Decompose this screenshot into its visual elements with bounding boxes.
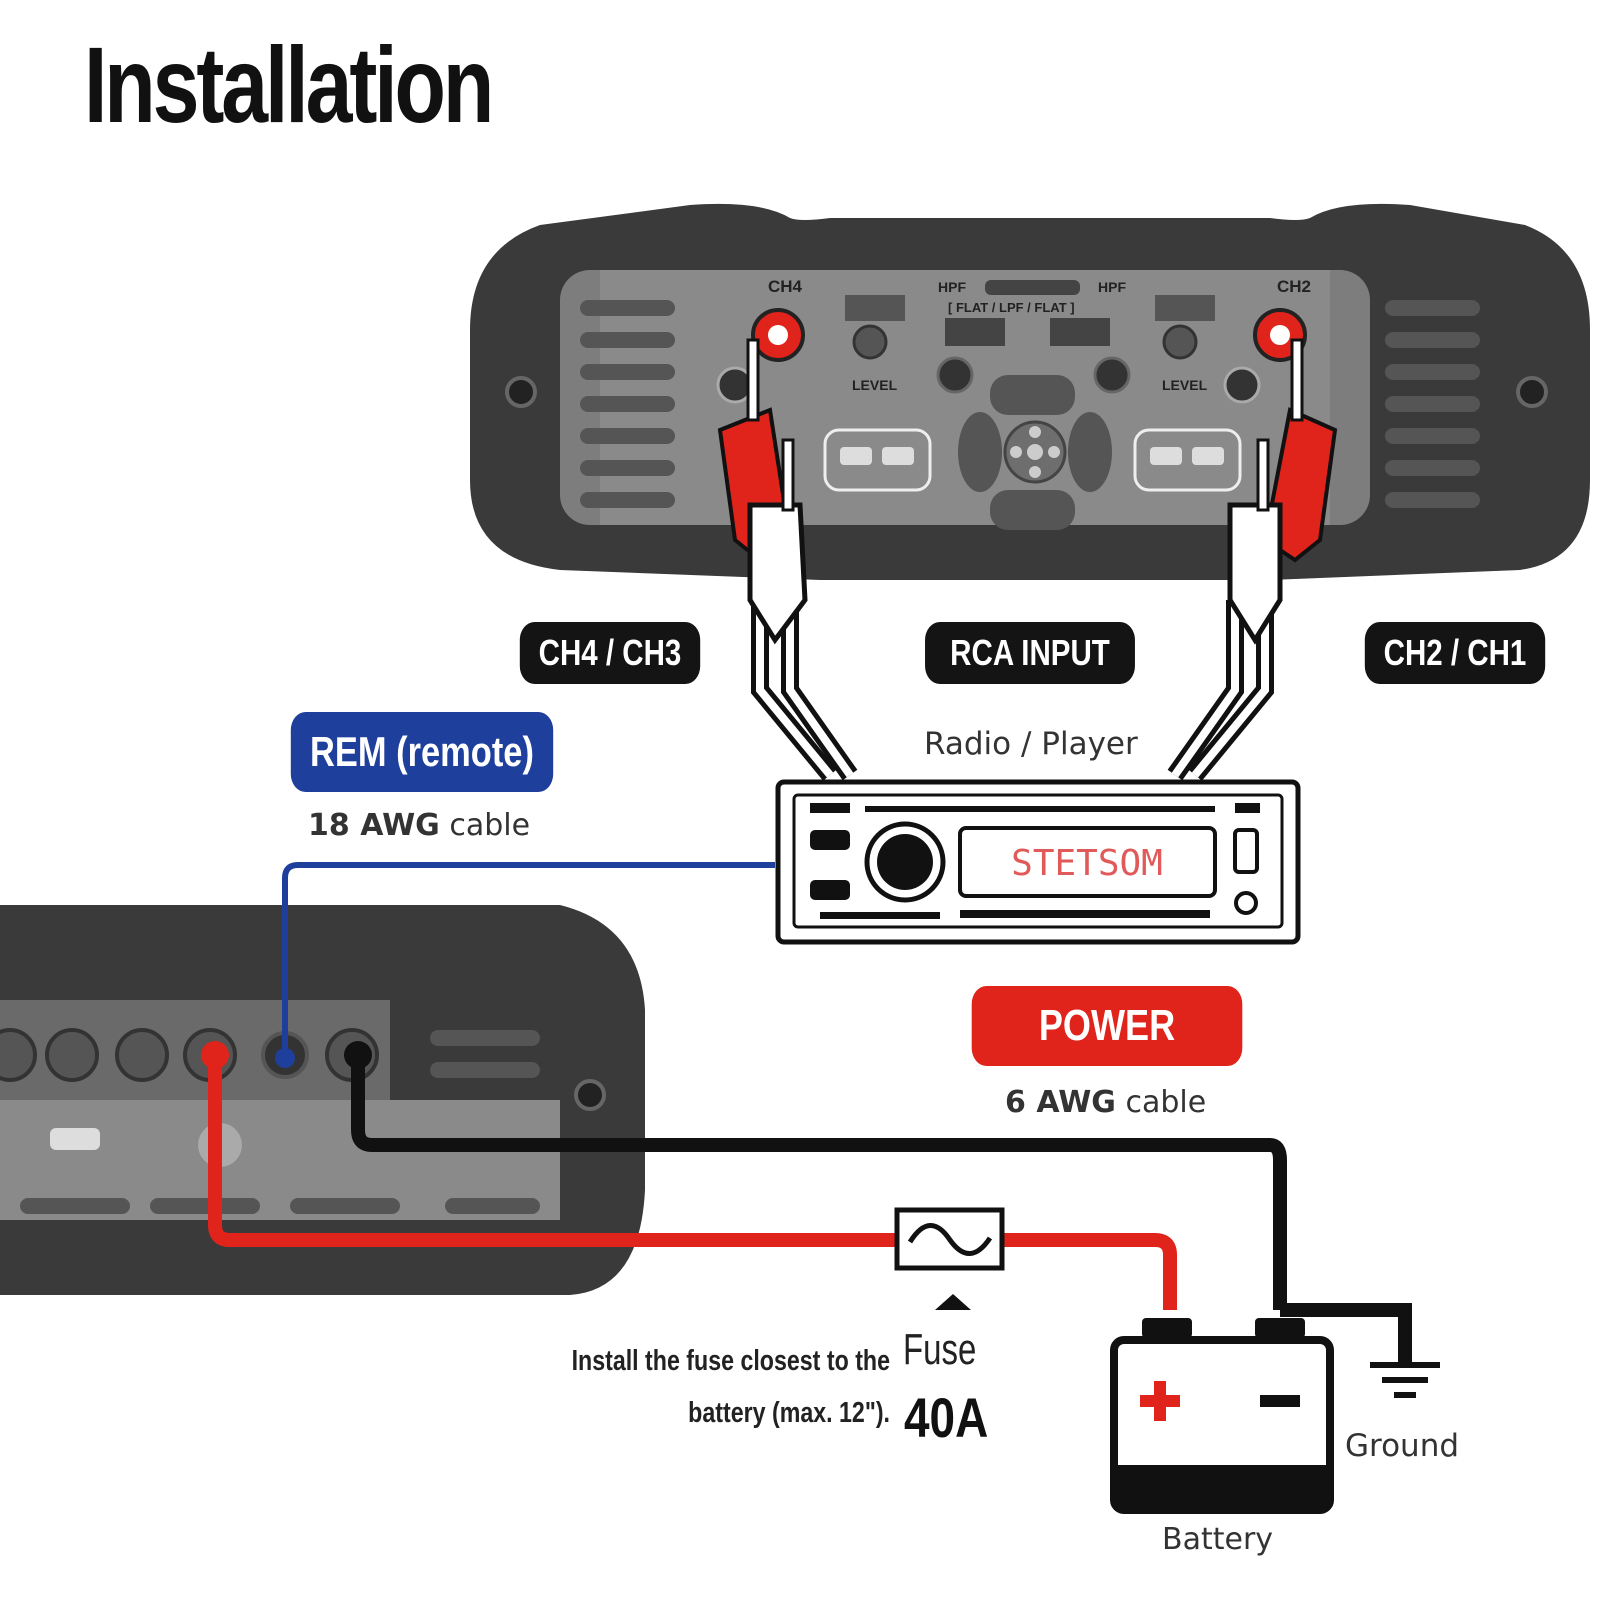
- rca-plug-icon: [1227, 338, 1338, 645]
- ch4-ch3-label: CH4 / CH3: [519, 622, 701, 684]
- car-radio-icon: STETSOM: [775, 779, 1301, 945]
- battery-label: Battery: [1162, 1522, 1274, 1557]
- rem-cable-gauge: 18 AWG: [308, 808, 440, 843]
- fuse-note-line1: Install the fuse closest to the: [571, 1345, 890, 1377]
- rem-cable-label: 18 AWG cable: [308, 808, 530, 843]
- screw-icon: [505, 376, 537, 408]
- rca-plug-icon: [717, 338, 808, 645]
- fuse-label: Fuse: [903, 1325, 977, 1374]
- power-wire: [208, 1055, 1177, 1310]
- screw-icon: [1516, 376, 1548, 408]
- radio-display-text: STETSOM: [1011, 843, 1163, 884]
- amplifier-top: CH4 CH2 HPF HPF [ FLAT / LPF / FLAT ] LE…: [470, 203, 1590, 581]
- rem-remote-label: REM (remote): [290, 712, 554, 792]
- rem-wire: [282, 862, 775, 1055]
- ch4-marking: CH4: [768, 277, 803, 296]
- hpf-left: HPF: [938, 279, 966, 295]
- power-label: POWER: [971, 986, 1243, 1066]
- page-title: Installation: [84, 24, 494, 145]
- ground-icon: [1370, 1362, 1440, 1398]
- hpf-right: HPF: [1098, 279, 1126, 295]
- level-left: LEVEL: [852, 377, 898, 393]
- ch2-marking: CH2: [1277, 277, 1311, 296]
- power-cable-label: 6 AWG cable: [1005, 1085, 1206, 1120]
- rca-input-label: RCA INPUT: [925, 622, 1135, 684]
- ground-label: Ground: [1345, 1428, 1460, 1464]
- stetsom-logo-icon: [958, 375, 1112, 530]
- radio-player-label: Radio / Player: [924, 726, 1138, 762]
- fuse-rating: 40A: [904, 1386, 989, 1449]
- fuse-note-line2: battery (max. 12").: [688, 1397, 890, 1429]
- power-cable-gauge: 6 AWG: [1005, 1085, 1116, 1120]
- screw-icon: [574, 1079, 606, 1111]
- fuse-icon: [894, 1207, 1005, 1310]
- ground-wire: [351, 1058, 1412, 1365]
- battery-icon: [1110, 1318, 1334, 1514]
- ch2-ch1-label: CH2 / CH1: [1364, 622, 1546, 684]
- level-right: LEVEL: [1162, 377, 1208, 393]
- amplifier-bottom: [0, 905, 645, 1295]
- flat-lpf-marking: [ FLAT / LPF / FLAT ]: [948, 300, 1075, 315]
- fuse-note: Install the fuse closest to the battery …: [506, 1335, 890, 1439]
- power-cable-word: cable: [1125, 1085, 1207, 1120]
- rem-cable-word: cable: [449, 808, 531, 843]
